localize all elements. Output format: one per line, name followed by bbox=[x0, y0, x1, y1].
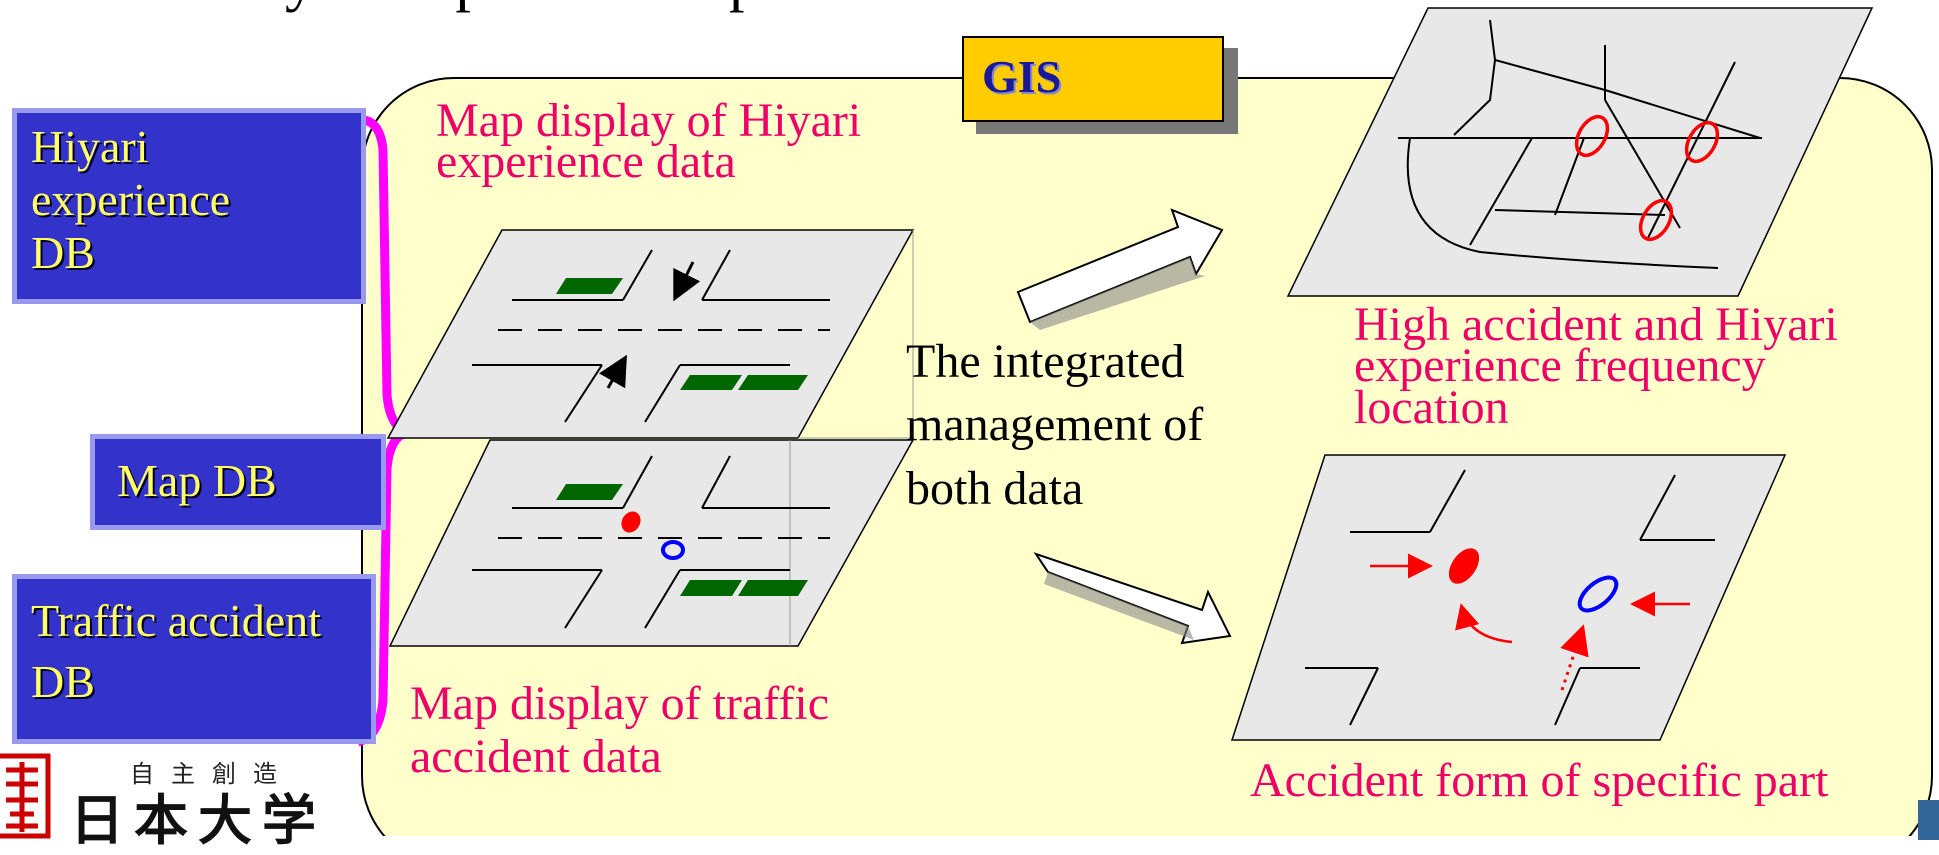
high-frequency-map bbox=[1286, 7, 1874, 297]
traffic-map-label: Map display of traffic accident data bbox=[410, 677, 829, 784]
university-name: 日本大学 bbox=[70, 789, 326, 852]
high-frequency-label-line-1: High accident and Hiyari bbox=[1354, 298, 1838, 351]
map-db-box: Map DB bbox=[90, 434, 386, 530]
integrated-line-2: management of bbox=[906, 398, 1204, 452]
gis-label: GIS bbox=[962, 36, 1224, 122]
university-motto: 自主創造 bbox=[130, 760, 294, 788]
integrated-line-3: both data bbox=[906, 461, 1084, 515]
hiyari-map-label-line-1: Map display of Hiyari bbox=[436, 94, 862, 147]
accident-form-label: Accident form of specific part bbox=[1250, 754, 1829, 807]
arrow-up-right bbox=[1016, 208, 1224, 324]
hiyari-map-label-line-2: experience data bbox=[436, 135, 736, 189]
partner-logo-icon bbox=[1918, 800, 1939, 840]
diagram-graphics bbox=[356, 7, 1933, 836]
slide-title: and Hiyari experience reports bbox=[118, 0, 853, 10]
traffic-map-label-line-1: Map display of traffic bbox=[410, 677, 829, 730]
high-frequency-label: High accident and Hiyari experience freq… bbox=[1354, 298, 1838, 434]
integrated-management-label: The integrated management of both data bbox=[906, 330, 1203, 520]
traffic-db-box: Traffic accident DB bbox=[12, 574, 376, 744]
hiyari-db-line-1: Hiyari bbox=[31, 121, 149, 172]
high-frequency-label-line-2: experience frequency bbox=[1354, 339, 1766, 393]
traffic-map-label-line-2: accident data bbox=[410, 729, 662, 783]
hiyari-db-line-2: experience bbox=[31, 173, 231, 225]
hiyari-map-plane bbox=[386, 229, 915, 439]
map-db-label: Map DB bbox=[117, 455, 277, 506]
university-seal-icon bbox=[0, 753, 51, 839]
accident-form-map bbox=[1230, 454, 1787, 741]
traffic-db-line-1: Traffic accident bbox=[31, 595, 321, 646]
traffic-map-plane bbox=[388, 439, 915, 647]
traffic-db-line-2: DB bbox=[31, 655, 95, 707]
hiyari-db-box: Hiyari experience DB bbox=[12, 108, 366, 304]
high-frequency-label-line-3: location bbox=[1354, 380, 1509, 434]
integrated-line-1: The integrated bbox=[906, 335, 1185, 388]
hiyari-map-label: Map display of Hiyari experience data bbox=[436, 94, 862, 189]
hiyari-db-line-3: DB bbox=[31, 226, 95, 278]
